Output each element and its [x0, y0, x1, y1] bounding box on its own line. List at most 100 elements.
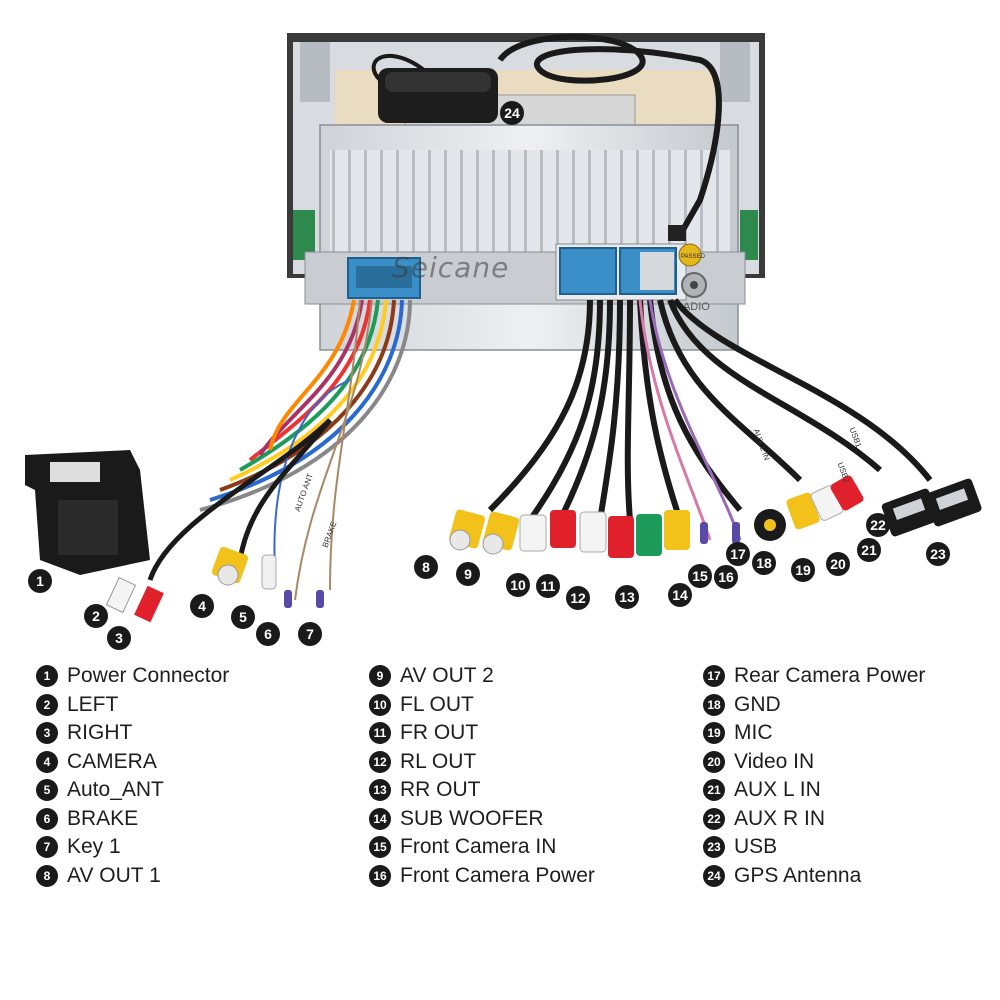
legend-item: 3 RIGHT [36, 719, 229, 748]
marker-12: 12 [566, 586, 590, 610]
legend-label: LEFT [67, 692, 119, 716]
marker-8: 8 [414, 555, 438, 579]
marker-2: 2 [84, 604, 108, 628]
marker-7: 7 [298, 622, 322, 646]
legend-item: 18 GND [703, 691, 925, 720]
legend-label: Power Connector [67, 664, 230, 688]
wiring-diagram: RADIO PASSED [25, 33, 982, 650]
legend-number: 21 [703, 779, 725, 802]
legend-item: 11 FR OUT [369, 719, 595, 748]
legend-number: 17 [703, 665, 725, 688]
legend-number: 19 [703, 722, 725, 745]
marker-23: 23 [926, 542, 950, 566]
legend-label: BRAKE [67, 806, 139, 830]
marker-13: 13 [615, 585, 639, 609]
legend-number: 6 [36, 807, 58, 830]
gps-antenna [371, 33, 722, 241]
legend-label: AUX R IN [734, 806, 826, 830]
legend-number: 12 [369, 750, 391, 773]
legend-number: 20 [703, 750, 725, 773]
watermark: Seicane [392, 251, 510, 284]
marker-21: 21 [857, 538, 881, 562]
legend-label: MIC [734, 721, 773, 745]
legend-item: 24 GPS Antenna [703, 862, 925, 891]
legend-item: 15 Front Camera IN [369, 833, 595, 862]
legend-label: AV OUT 1 [67, 863, 161, 887]
legend-number: 7 [36, 836, 58, 859]
marker-18: 18 [752, 551, 776, 575]
legend-label: Key 1 [67, 835, 121, 859]
marker-17: 17 [726, 542, 750, 566]
legend-item: 16 Front Camera Power [369, 862, 595, 891]
legend-number: 14 [369, 807, 391, 830]
legend-item: 20 Video IN [703, 748, 925, 777]
legend-label: RL OUT [400, 749, 477, 773]
rca-plugs-left [105, 546, 324, 623]
legend-label: GPS Antenna [734, 863, 862, 887]
marker-9: 9 [456, 562, 480, 586]
marker-3: 3 [107, 626, 131, 650]
marker-24: 24 [500, 101, 524, 125]
legend-label: AUX L IN [734, 778, 821, 802]
legend-item: 23 USB [703, 833, 925, 862]
legend-item: 2 LEFT [36, 691, 229, 720]
marker-11: 11 [536, 574, 560, 598]
legend-item: 13 RR OUT [369, 776, 595, 805]
legend-item: 1 Power Connector [36, 662, 229, 691]
marker-22: 22 [866, 513, 890, 537]
marker-16: 16 [714, 565, 738, 589]
marker-15: 15 [688, 564, 712, 588]
marker-19: 19 [791, 558, 815, 582]
legend-item: 4 CAMERA [36, 748, 229, 777]
legend-label: Video IN [734, 749, 815, 773]
passed-sticker: PASSED [681, 254, 706, 260]
legend-item: 7 Key 1 [36, 833, 229, 862]
legend-number: 1 [36, 665, 58, 688]
legend-label: CAMERA [67, 749, 157, 773]
legend-label: USB [734, 835, 778, 859]
legend-number: 10 [369, 693, 391, 716]
legend-label: FL OUT [400, 692, 474, 716]
legend-number: 15 [369, 836, 391, 859]
legend-label: Front Camera Power [400, 863, 595, 887]
legend-number: 18 [703, 693, 725, 716]
legend-number: 16 [369, 864, 391, 887]
legend-number: 11 [369, 722, 391, 745]
legend-item: 12 RL OUT [369, 748, 595, 777]
marker-14: 14 [668, 583, 692, 607]
legend-item: 6 BRAKE [36, 805, 229, 834]
legend-label: RIGHT [67, 721, 133, 745]
legend-label: FR OUT [400, 721, 479, 745]
legend-label: GND [734, 692, 781, 716]
legend-item: 10 FL OUT [369, 691, 595, 720]
right-harness [487, 298, 933, 541]
marker-1: 1 [28, 569, 52, 593]
rca-plugs-right [449, 475, 982, 558]
legend-item: 21 AUX L IN [703, 776, 925, 805]
marker-10: 10 [506, 573, 530, 597]
legend-item: 19 MIC [703, 719, 925, 748]
legend-number: 3 [36, 722, 58, 745]
legend-number: 24 [703, 864, 725, 887]
head-unit: RADIO PASSED [287, 33, 765, 351]
legend-number: 4 [36, 750, 58, 773]
legend-number: 8 [36, 864, 58, 887]
left-harness [147, 299, 412, 601]
legend-number: 5 [36, 779, 58, 802]
legend-number: 13 [369, 779, 391, 802]
marker-20: 20 [826, 552, 850, 576]
legend-label: RR OUT [400, 778, 481, 802]
marker-5: 5 [231, 605, 255, 629]
legend-number: 2 [36, 693, 58, 716]
legend-label: Front Camera IN [400, 835, 557, 859]
legend-number: 23 [703, 836, 725, 859]
legend-number: 9 [369, 665, 391, 688]
